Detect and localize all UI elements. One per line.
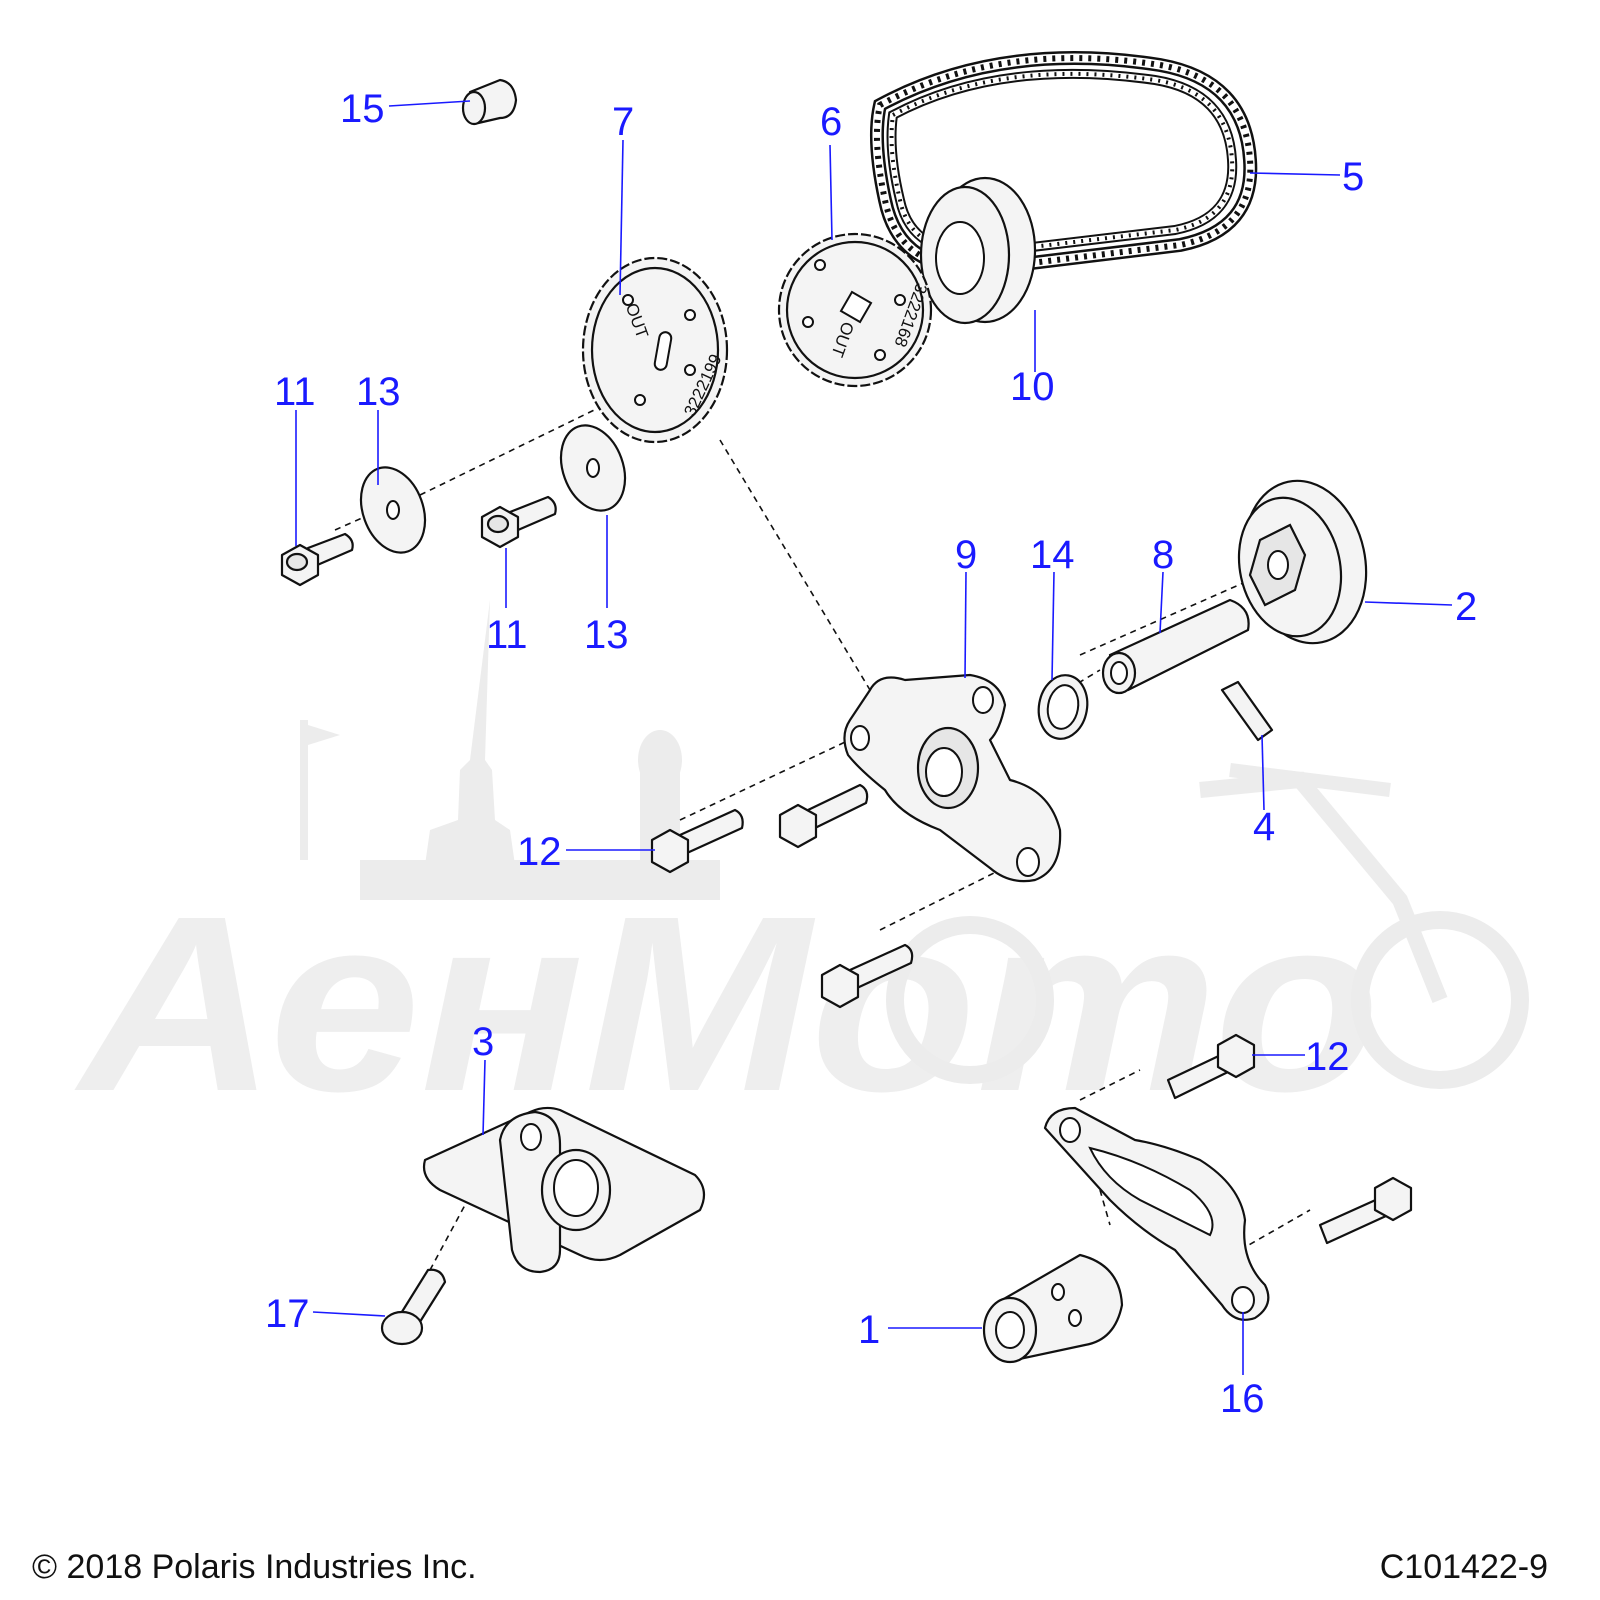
callout-11-right: 11 xyxy=(486,613,528,657)
timing-chain xyxy=(869,51,1258,276)
callout-3: 3 xyxy=(472,1020,494,1064)
callout-9: 9 xyxy=(955,533,977,577)
oil-pump-housing xyxy=(843,673,1062,883)
bolt-12-d xyxy=(1166,1033,1256,1100)
callout-2: 2 xyxy=(1455,585,1477,629)
callout-7: 7 xyxy=(612,100,634,144)
callout-1: 1 xyxy=(858,1308,880,1352)
leader-lines xyxy=(295,100,1453,1375)
bolt-11-right xyxy=(480,495,557,549)
callout-12-right: 12 xyxy=(1305,1035,1350,1079)
callout-15: 15 xyxy=(340,87,385,131)
sprocket-7: OUT 3222199 xyxy=(581,256,729,444)
relief-valve-1 xyxy=(982,1253,1124,1364)
callout-11-left: 11 xyxy=(274,370,316,414)
bolt-12-b xyxy=(778,783,869,849)
callouts: 15 7 6 5 10 11 13 11 13 9 14 8 2 4 12 12… xyxy=(265,87,1477,1421)
callout-13-left: 13 xyxy=(356,370,401,414)
drawing-number: C101422-9 xyxy=(1379,1548,1548,1586)
washer-13-left xyxy=(359,466,427,554)
dowel-15 xyxy=(461,78,518,126)
o-ring-14 xyxy=(1037,674,1089,740)
rotor-set-2 xyxy=(1237,479,1368,645)
callout-4: 4 xyxy=(1253,805,1275,849)
callout-8: 8 xyxy=(1152,533,1174,577)
callout-14: 14 xyxy=(1030,533,1075,577)
washer-13-right xyxy=(559,424,627,512)
bolt-11-left xyxy=(280,532,354,587)
sprocket-6: OUT 3222168 xyxy=(777,232,933,388)
relief-cover-16 xyxy=(1043,1106,1270,1321)
bolt-16-mount xyxy=(1318,1176,1413,1245)
pump-shaft-8 xyxy=(1101,598,1250,695)
watermark-text: АенМото xyxy=(73,864,1380,1143)
bolt-12-a xyxy=(650,808,744,874)
watermark-motorcycle xyxy=(886,763,1529,1089)
bolt-17 xyxy=(380,1268,447,1346)
oil-pickup-3 xyxy=(422,1106,706,1274)
copyright-notice: © 2018 Polaris Industries Inc. xyxy=(32,1548,477,1586)
callout-6: 6 xyxy=(820,100,842,144)
callout-13-right: 13 xyxy=(584,613,629,657)
callout-10: 10 xyxy=(1010,365,1055,409)
callout-16: 16 xyxy=(1220,1377,1265,1421)
pin-4 xyxy=(1220,680,1274,742)
callout-17: 17 xyxy=(265,1292,310,1336)
callout-12-left: 12 xyxy=(517,830,562,874)
bolt-12-c xyxy=(820,943,914,1009)
chain-guide-wheel xyxy=(919,176,1037,325)
callout-5: 5 xyxy=(1342,155,1364,199)
watermark: АенМото xyxy=(73,600,1529,1143)
